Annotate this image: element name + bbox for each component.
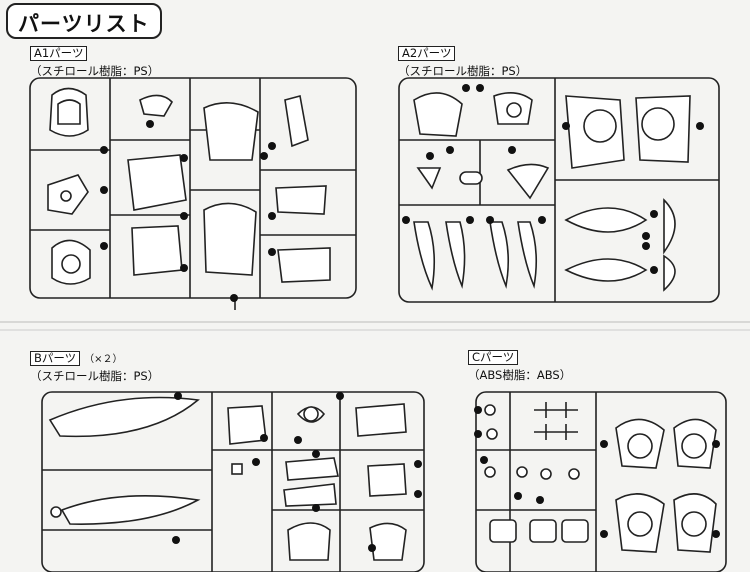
section-b-multiplier: （×２） — [84, 354, 123, 365]
runner-c — [475, 391, 727, 572]
section-a1-material: （スチロール樹脂：PS） — [30, 64, 160, 78]
section-c-name: Cパーツ — [468, 350, 519, 365]
part-c-pieces — [484, 402, 717, 553]
part-a1-plate — [47, 174, 89, 215]
part-a1-small — [127, 94, 331, 283]
runner-a2 — [398, 77, 720, 303]
section-a1-name: A1パーツ — [30, 46, 88, 61]
section-c-label: Cパーツ （ABS樹脂：ABS） — [468, 350, 571, 383]
section-c-material: （ABS樹脂：ABS） — [468, 368, 572, 382]
section-b-name: Bパーツ — [30, 351, 81, 366]
section-a2-name: A2パーツ — [398, 46, 456, 61]
section-b-label: Bパーツ（×２） （スチロール樹脂：PS） — [30, 350, 159, 384]
page-title-box: パーツリスト — [6, 3, 162, 39]
part-a1-helmet — [49, 87, 89, 137]
section-a2-material: （スチロール樹脂：PS） — [398, 64, 528, 78]
part-a1-face — [51, 239, 91, 285]
part-a2-pieces — [413, 92, 691, 292]
section-a1-label: A1パーツ （スチロール樹脂：PS） — [30, 46, 159, 79]
part-b-pieces — [48, 396, 407, 561]
page-title: パーツリスト — [18, 12, 150, 36]
section-a2-label: A2パーツ （スチロール樹脂：PS） — [398, 46, 527, 79]
runner-b — [41, 391, 425, 572]
section-b-material: （スチロール樹脂：PS） — [30, 369, 160, 383]
part-number-markers — [100, 84, 720, 552]
